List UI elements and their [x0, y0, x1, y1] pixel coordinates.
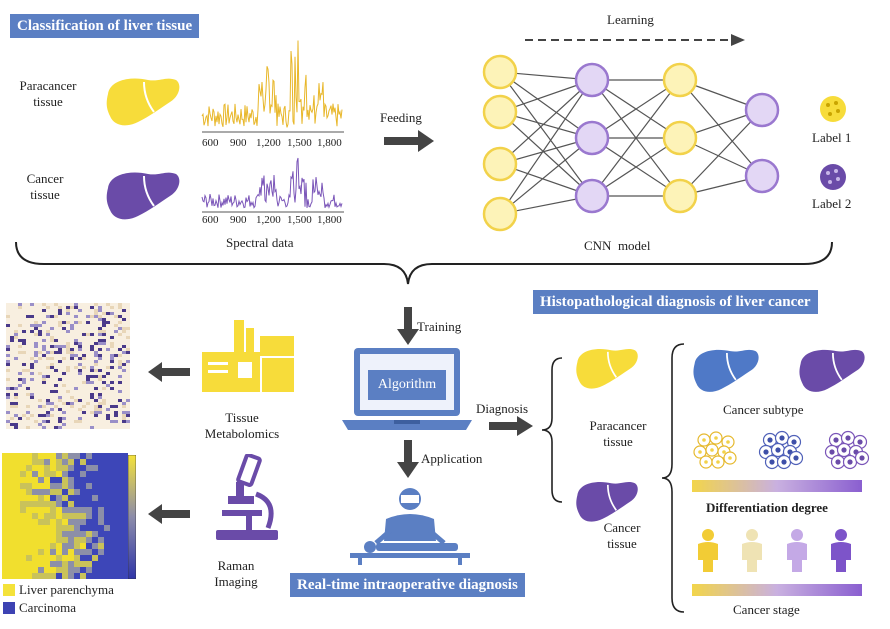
application-label: Application [421, 451, 483, 466]
subtype-brace [661, 343, 685, 613]
cancer-label-top: Cancer tissue [26, 171, 64, 202]
raman-colorbar [128, 455, 136, 579]
training-arrow-icon [397, 307, 419, 345]
cancer-liver-icon [576, 481, 638, 522]
tick-label: 1,500 [287, 137, 312, 149]
yellow-liver-icon [106, 78, 180, 126]
person-stage3-icon [787, 529, 807, 572]
feeding-arrow-icon [384, 130, 434, 152]
spectrum-paracancer [201, 40, 344, 133]
diagnosis-brace [541, 357, 563, 503]
cnn-node [482, 196, 518, 232]
left-arrow-icon [148, 362, 190, 382]
legend-liver-swatch [3, 584, 15, 596]
cnn-node [744, 158, 780, 194]
section-brace [15, 241, 833, 285]
person-stage2-icon [742, 529, 762, 572]
diagnosis-arrow-icon [489, 416, 533, 436]
person-stage4-icon [831, 529, 851, 572]
cnn-node [574, 178, 610, 214]
cnn-node [574, 120, 610, 156]
tick-label: 1,500 [287, 214, 312, 226]
label2-cell-icon [820, 164, 846, 190]
stage-gradient-bar [692, 584, 862, 596]
section-title-histopathology: Histopathological diagnosis of liver can… [533, 290, 818, 314]
microscope-icon [216, 454, 278, 540]
legend-liver-label: Liver parenchyma [19, 582, 114, 597]
cnn-node [482, 54, 518, 90]
label2-text: Label 2 [812, 196, 852, 211]
legend-carcinoma-label: Carcinoma [19, 600, 77, 615]
cnn-node [662, 62, 698, 98]
tick-label: 600 [202, 214, 219, 226]
subtype-liver-purple-icon [799, 349, 865, 392]
spectral-data-label: Spectral data [226, 235, 294, 250]
training-label: Training [417, 319, 462, 334]
algorithm-label: Algorithm [377, 377, 437, 392]
cell-cluster-yellow-icon [693, 431, 737, 469]
cnn-node [744, 92, 780, 128]
tick-label: 600 [202, 137, 219, 149]
tick-label: 900 [230, 214, 247, 226]
paracancer-liver-icon [576, 348, 638, 389]
label1-cell-icon [820, 96, 846, 122]
cnn-node [574, 62, 610, 98]
tick-label: 1,200 [256, 137, 281, 149]
cnn-node [662, 120, 698, 156]
left-arrow-icon [148, 504, 190, 524]
legend-carcinoma-swatch [3, 602, 15, 614]
cancer-subtype-label: Cancer subtype [723, 402, 804, 417]
spectrum-cancer [201, 157, 344, 213]
tick-label: 1,800 [317, 214, 342, 226]
metabolomics-heatmap [6, 303, 130, 429]
cnn-network-diagram [482, 54, 780, 232]
subtype-liver-blue-icon [693, 349, 759, 392]
tick-label: 900 [230, 137, 247, 149]
cnn-node [662, 178, 698, 214]
feeding-label: Feeding [380, 110, 422, 125]
paracancer-label-top: Paracancer tissue [19, 78, 77, 109]
cnn-model-label: CNN model [584, 238, 651, 253]
cnn-node [482, 146, 518, 182]
mass-spectrometer-icon [202, 320, 294, 392]
learning-dashed-arrow-icon [525, 34, 745, 46]
cell-cluster-purple-icon [824, 430, 870, 470]
section-title-intraoperative: Real-time intraoperative diagnosis [290, 573, 525, 597]
surgeon-operating-icon [350, 488, 470, 565]
differentiation-label: Differentiation degree [706, 500, 828, 515]
person-stage1-icon [698, 529, 718, 572]
purple-liver-icon [106, 172, 180, 220]
tick-label: 1,200 [256, 214, 281, 226]
tick-label: 1,800 [317, 137, 342, 149]
cnn-node [482, 94, 518, 130]
differentiation-gradient-bar [692, 480, 862, 492]
section-title-classification: Classification of liver tissue [10, 14, 200, 38]
algorithm-box [368, 370, 446, 400]
cancer-label-bottom: Cancer tissue [603, 520, 641, 551]
tissue-metabolomics-label: Tissue Metabolomics [204, 410, 280, 441]
cancer-stage-label: Cancer stage [733, 602, 800, 617]
learning-label: Learning [607, 12, 654, 27]
raman-heatmap [2, 453, 128, 579]
cell-cluster-blue-icon [758, 430, 804, 470]
raman-imaging-label: Raman Imaging [214, 558, 258, 589]
paracancer-label-bottom: Paracancer tissue [589, 418, 647, 449]
application-arrow-icon [397, 440, 419, 478]
diagnosis-label: Diagnosis [476, 401, 528, 416]
label1-text: Label 1 [812, 130, 852, 145]
